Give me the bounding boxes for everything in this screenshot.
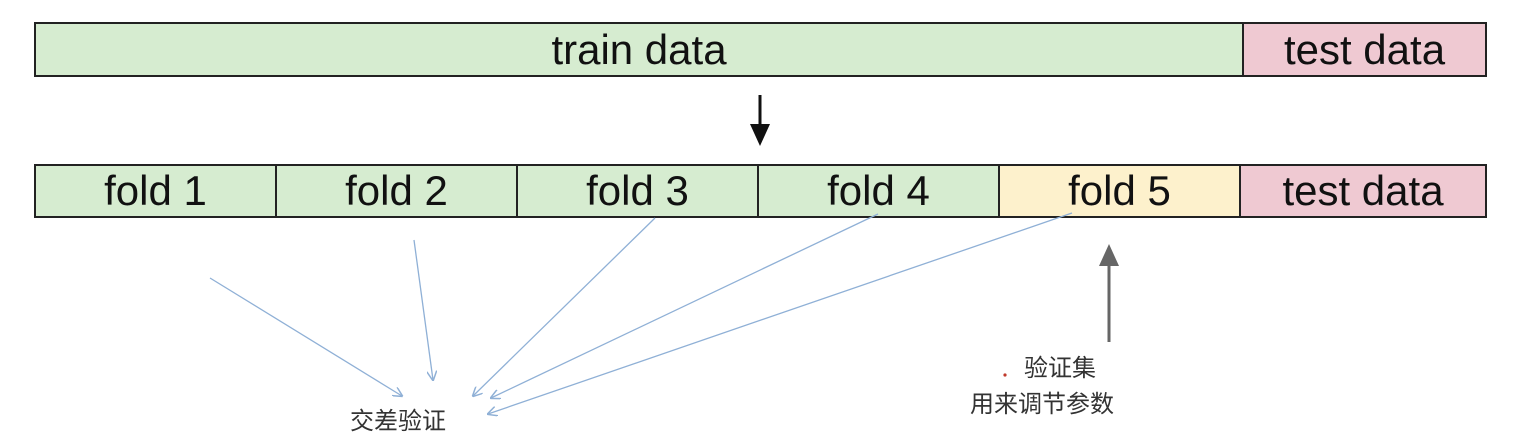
fold-test-data-block: test data — [1239, 164, 1487, 218]
fold-1-label: fold 1 — [104, 167, 207, 214]
validation-purpose-label: 用来调节参数 — [970, 390, 1114, 418]
fold-test-data-label: test data — [1282, 167, 1444, 214]
fold-5-validation-block: fold 5 — [998, 164, 1241, 218]
red-dot-mark — [1003, 373, 1007, 377]
fold-2-block: fold 2 — [275, 164, 518, 218]
train-data-block: train data — [34, 22, 1244, 77]
test-data-label: test data — [1283, 25, 1446, 73]
fold-3-label: fold 3 — [586, 167, 689, 214]
cross-validation-arrows — [209, 212, 1073, 414]
validation-up-arrow — [1099, 244, 1119, 342]
folds-bar: fold 1 fold 2 fold 3 fold 4 fold 5 test … — [34, 164, 1487, 218]
validation-set-label: 验证集 — [1024, 354, 1096, 382]
train-data-label: train data — [551, 25, 727, 73]
train-test-split-bar: train data test data — [34, 22, 1487, 77]
fold-5-label: fold 5 — [1068, 167, 1171, 214]
fold-2-label: fold 2 — [345, 167, 448, 214]
test-data-block: test data — [1242, 22, 1487, 77]
split-down-arrow — [750, 95, 770, 146]
fold-1-block: fold 1 — [34, 164, 277, 218]
fold-3-block: fold 3 — [516, 164, 759, 218]
fold-4-label: fold 4 — [827, 167, 930, 214]
fold-4-block: fold 4 — [757, 164, 1000, 218]
cross-validation-label: 交差验证 — [350, 407, 446, 435]
